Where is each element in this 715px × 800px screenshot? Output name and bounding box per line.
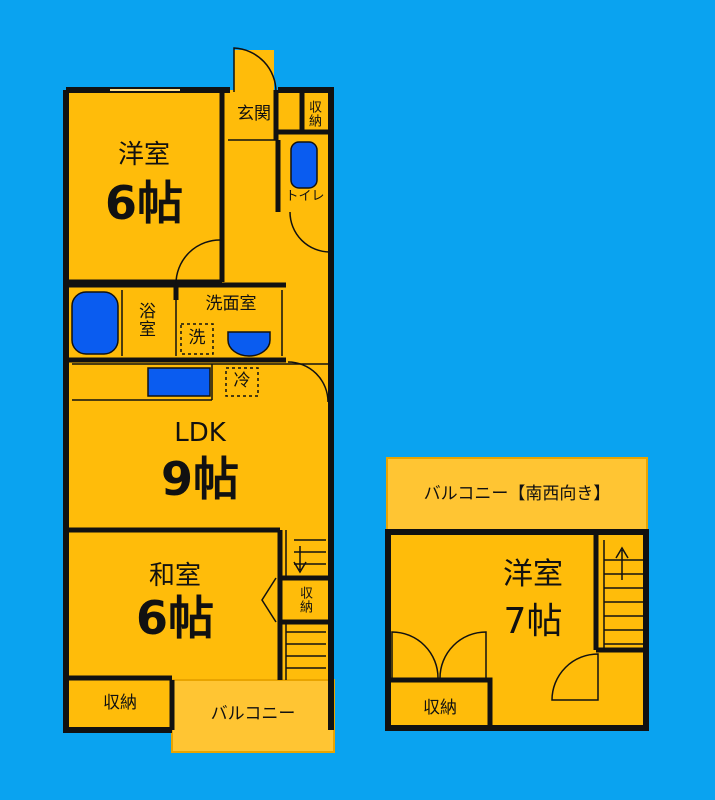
entrance-floor: [234, 50, 274, 92]
room-washitsu-size: 6帖: [135, 591, 214, 645]
balcony-1f-label: バルコニー: [210, 704, 296, 724]
closet-2f-label: 収納: [423, 698, 457, 718]
washer-space: [180, 323, 214, 355]
room-ldk-size: 9帖: [160, 452, 239, 506]
toilet-label: トイレ: [285, 189, 325, 204]
washroom-label: 洗面室: [205, 294, 257, 314]
balcony-2f-label: バルコニー【南西向き】: [423, 484, 611, 504]
genkan-label: 玄関: [237, 104, 271, 124]
room-youshitsu-2f-name: 洋室: [503, 557, 563, 592]
room-washitsu-name: 和室: [148, 561, 201, 591]
stair-closet-label: 収納: [297, 586, 312, 614]
bathtub: [71, 291, 119, 355]
entrance-door: [233, 47, 277, 93]
floor2-floor: [388, 532, 646, 728]
room-youshitsu-1f-name: 洋室: [117, 140, 170, 170]
balcony-1f: [171, 679, 335, 753]
room-youshitsu-1f-size: 6帖: [104, 176, 183, 230]
kitchen-sink: [147, 367, 211, 397]
bottom-closet-1f-label: 収納: [103, 693, 137, 713]
toilet-fixture: [290, 141, 318, 189]
entry-closet-label: 収納: [306, 100, 321, 128]
balcony-2f: [386, 457, 648, 533]
room-ldk-name: LDK: [174, 418, 226, 448]
floor1-plan: [63, 47, 335, 753]
room-youshitsu-2f-size: 7帖: [503, 601, 563, 642]
washer-label: 洗: [188, 328, 206, 348]
bathroom-label: 浴室: [135, 302, 155, 338]
washbasin: [227, 331, 271, 357]
floor2-plan: [385, 457, 649, 731]
fridge-label: 冷: [233, 371, 251, 391]
floor2-outer-wall: [385, 529, 649, 731]
